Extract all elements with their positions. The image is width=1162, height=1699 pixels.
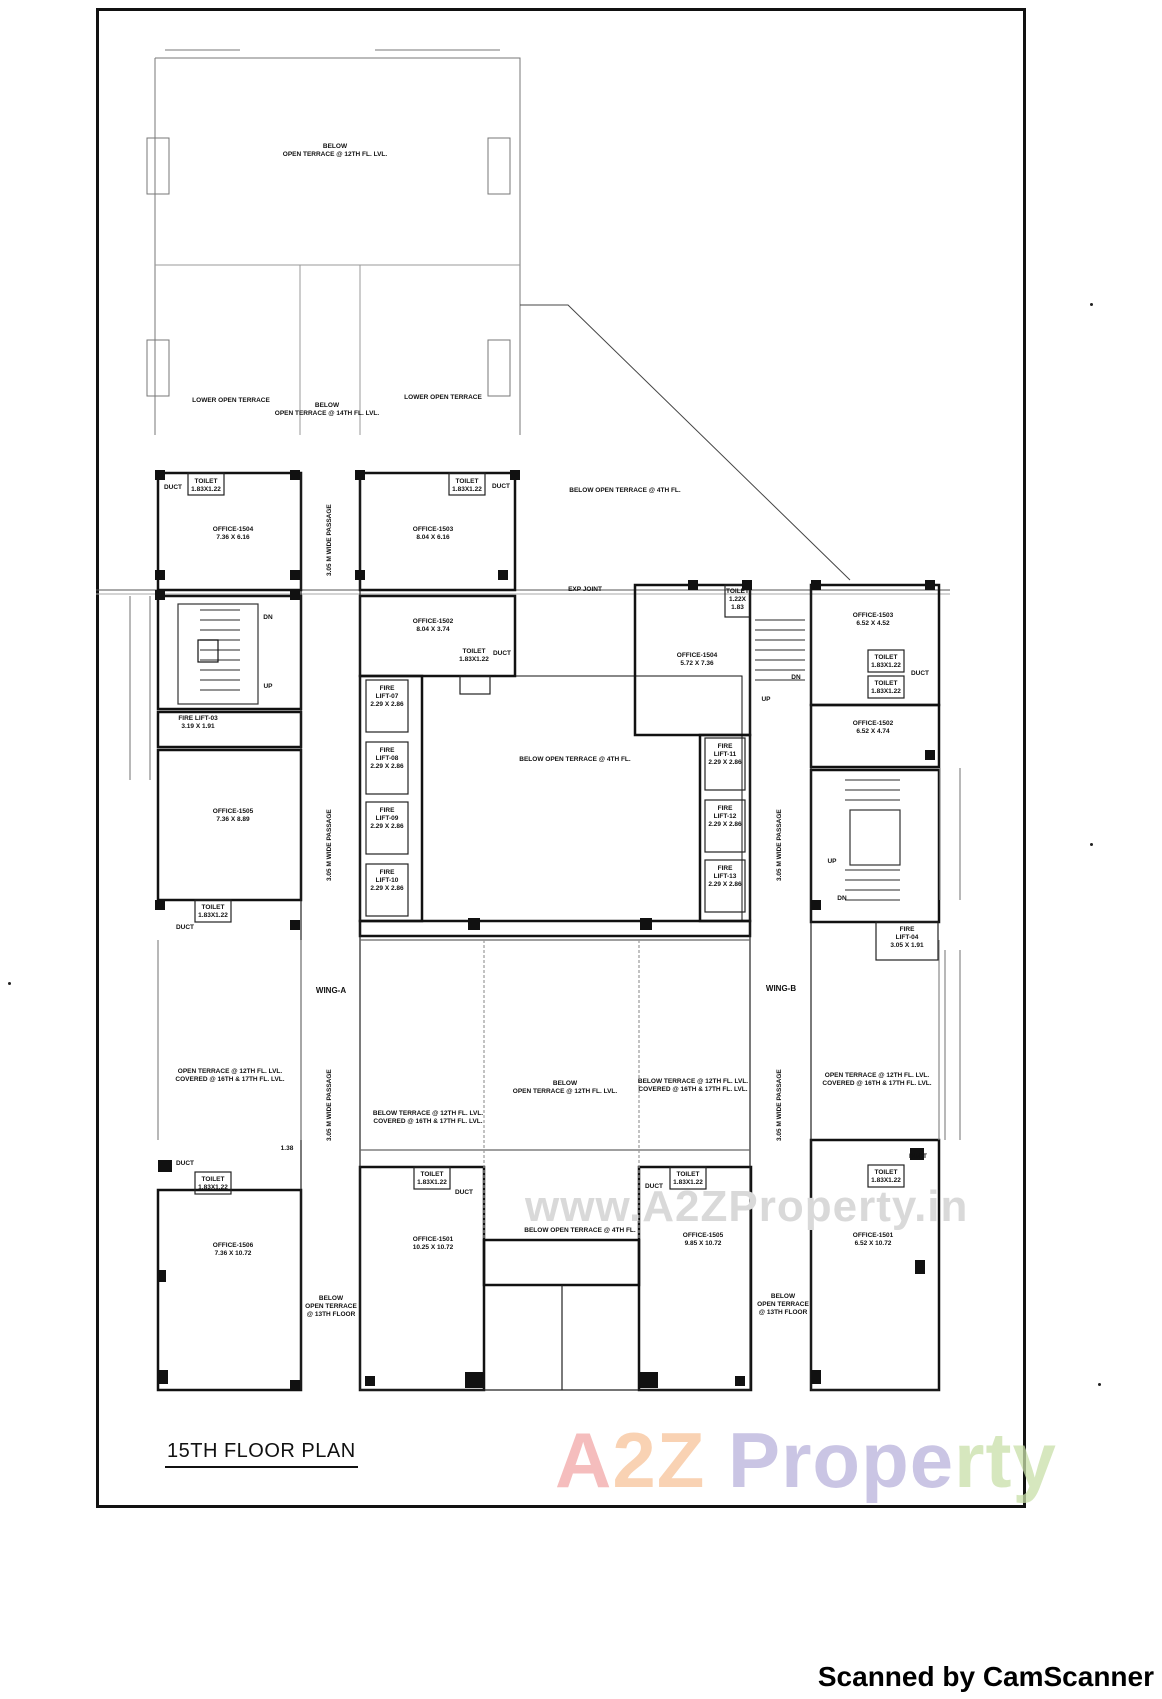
up-b1-label: UP xyxy=(761,696,771,703)
open-terrace-b-label: OPEN TERRACE @ 12TH FL. LVL. COVERED @ 1… xyxy=(822,1072,932,1088)
up-b2-label: UP xyxy=(827,858,837,865)
drawing-border xyxy=(96,8,1026,1508)
below-13th-a-label: BELOW OPEN TERRACE @ 13TH FLOOR xyxy=(305,1295,357,1319)
below-terrace-left-label: BELOW TERRACE @ 12TH FL. LVL. COVERED @ … xyxy=(372,1110,484,1126)
toilet-a4-label: TOILET 1.83X1.22 xyxy=(198,904,228,920)
office-b1501-label: OFFICE-1501 6.52 X 10.72 xyxy=(852,1232,894,1248)
fire-lift-04-label: FIRE LIFT-04 3.05 X 1.91 xyxy=(890,926,924,950)
below-4th-top-label: BELOW OPEN TERRACE @ 4TH FL. xyxy=(569,487,681,494)
scan-speck xyxy=(1090,843,1093,846)
duct-a4-label: DUCT xyxy=(175,924,195,931)
duct-a3-label: DUCT xyxy=(492,650,512,657)
exp-joint-label: EXP JOINT xyxy=(568,586,602,593)
below-13th-b-label: BELOW OPEN TERRACE @ 13TH FLOOR xyxy=(757,1293,809,1317)
passage-a2-label: 3.05 M WIDE PASSAGE xyxy=(326,809,333,881)
duct-b1-label: DUCT xyxy=(910,670,930,677)
office-a1505-label: OFFICE-1505 7.36 X 8.89 xyxy=(212,808,254,824)
fire-lift-10-label: FIRE LIFT-10 2.29 X 2.86 xyxy=(370,869,404,893)
fire-lift-07-label: FIRE LIFT-07 2.29 X 2.86 xyxy=(370,685,404,709)
office-a1504-label: OFFICE-1504 7.36 X 6.16 xyxy=(212,526,254,542)
office-b1503-label: OFFICE-1503 6.52 X 4.52 xyxy=(852,612,894,628)
office-b1505-label: OFFICE-1505 9.85 X 10.72 xyxy=(682,1232,724,1248)
duct-c2-label: DUCT xyxy=(644,1183,664,1190)
fire-lift-11-label: FIRE LIFT-11 2.29 X 2.86 xyxy=(708,743,742,767)
below-4th-bottom-label: BELOW OPEN TERRACE @ 4TH FL. xyxy=(524,1227,636,1234)
dn-b1-label: DN xyxy=(791,674,801,681)
fire-lift-08-label: FIRE LIFT-08 2.29 X 2.86 xyxy=(370,747,404,771)
scan-speck xyxy=(1098,1383,1101,1386)
office-a1503-label: OFFICE-1503 8.04 X 6.16 xyxy=(412,526,454,542)
plan-title: 15TH FLOOR PLAN xyxy=(165,1440,358,1468)
top-terrace-label: BELOW OPEN TERRACE @ 12TH FL. LVL. xyxy=(282,143,388,159)
toilet-b1-label: TOILET 1.22X 1.83 xyxy=(726,588,749,612)
passage-a1-label: 3.05 M WIDE PASSAGE xyxy=(326,504,333,576)
toilet-a1-label: TOILET 1.83X1.22 xyxy=(191,478,221,494)
fire-lift-03-label: FIRE LIFT-03 3.19 X 1.91 xyxy=(178,715,218,731)
duct-a2-label: DUCT xyxy=(491,483,511,490)
toilet-a2-label: TOILET 1.83X1.22 xyxy=(452,478,482,494)
below-14th-label: BELOW OPEN TERRACE @ 14TH FL. LVL. xyxy=(274,402,380,418)
scanner-credit: Scanned by CamScanner xyxy=(817,1661,1154,1692)
passage-a3-label: 3.05 M WIDE PASSAGE xyxy=(326,1069,333,1141)
toilet-a5-label: TOILET 1.83X1.22 xyxy=(198,1176,228,1192)
office-b1502-label: OFFICE-1502 6.52 X 4.74 xyxy=(852,720,894,736)
duct-a1-label: DUCT xyxy=(163,484,183,491)
duct-c1-label: DUCT xyxy=(454,1189,474,1196)
scan-speck xyxy=(8,982,11,985)
below-4th-center-label: BELOW OPEN TERRACE @ 4TH FL. xyxy=(519,756,631,763)
office-a1501-label: OFFICE-1501 10.25 X 10.72 xyxy=(412,1236,454,1252)
below-center-label: BELOW OPEN TERRACE @ 12TH FL. LVL. xyxy=(512,1080,618,1096)
dn-a-label: DN xyxy=(263,614,273,621)
wing-b-label: WING-B xyxy=(765,984,797,993)
dn-b2-label: DN xyxy=(837,895,847,902)
office-b1504-label: OFFICE-1504 5.72 X 7.36 xyxy=(676,652,718,668)
lower-terrace-right-label: LOWER OPEN TERRACE xyxy=(404,394,482,401)
office-a1506-label: OFFICE-1506 7.36 X 10.72 xyxy=(212,1242,254,1258)
passage-b1-label: 3.05 M WIDE PASSAGE xyxy=(776,809,783,881)
fire-lift-13-label: FIRE LIFT-13 2.29 X 2.86 xyxy=(708,865,742,889)
scan-speck xyxy=(1090,303,1093,306)
office-a1502-label: OFFICE-1502 8.04 X 3.74 xyxy=(412,618,454,634)
toilet-a3-label: TOILET 1.83X1.22 xyxy=(459,648,489,664)
toilet-b4-label: TOILET 1.83X1.22 xyxy=(871,1169,901,1185)
duct-b2-label: DUCT xyxy=(908,1153,928,1160)
toilet-b2-label: TOILET 1.83X1.22 xyxy=(871,654,901,670)
toilet-b3-label: TOILET 1.83X1.22 xyxy=(871,680,901,696)
open-terrace-a-label: OPEN TERRACE @ 12TH FL. LVL. COVERED @ 1… xyxy=(175,1068,285,1084)
up-a-label: UP xyxy=(263,683,273,690)
duct-a5-label: DUCT xyxy=(175,1160,195,1167)
dim-138-label: 1.38 xyxy=(280,1145,294,1152)
fire-lift-09-label: FIRE LIFT-09 2.29 X 2.86 xyxy=(370,807,404,831)
wing-a-label: WING-A xyxy=(315,986,347,995)
toilet-c2-label: TOILET 1.83X1.22 xyxy=(673,1171,703,1187)
toilet-c1-label: TOILET 1.83X1.22 xyxy=(417,1171,447,1187)
lower-terrace-left-label: LOWER OPEN TERRACE xyxy=(192,397,270,404)
fire-lift-12-label: FIRE LIFT-12 2.29 X 2.86 xyxy=(708,805,742,829)
below-terrace-right-label: BELOW TERRACE @ 12TH FL. LVL. COVERED @ … xyxy=(637,1078,749,1094)
passage-b2-label: 3.05 M WIDE PASSAGE xyxy=(776,1069,783,1141)
